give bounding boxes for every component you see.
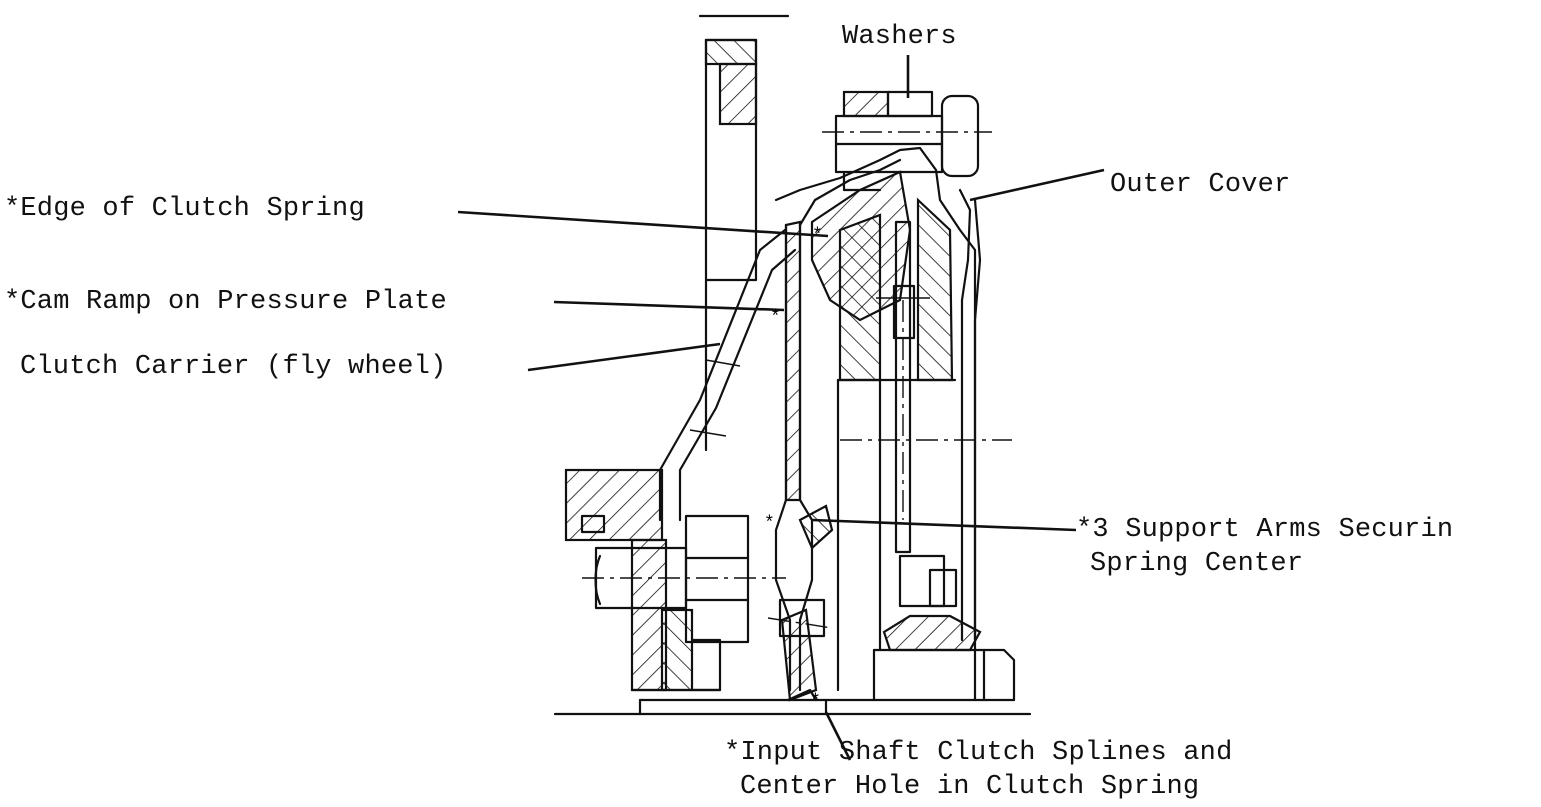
label-support-arms-line2: Spring Center	[1090, 549, 1304, 579]
svg-text:*: *	[810, 692, 821, 712]
spring-center-hub	[872, 554, 1016, 702]
svg-text:*: *	[764, 514, 775, 534]
svg-text:*: *	[812, 226, 823, 246]
label-clutch-carrier: Clutch Carrier (fly wheel)	[20, 352, 447, 382]
label-support-arms-line1: *3 Support Arms Securin	[1076, 515, 1454, 545]
input-shaft-base	[553, 698, 1032, 716]
bolt-assembly	[582, 514, 786, 644]
washers-bolt	[822, 90, 992, 192]
clutch-spring	[767, 220, 834, 702]
label-cam-ramp: *Cam Ramp on Pressure Plate	[4, 287, 447, 317]
label-edge-of-clutch-spring: *Edge of Clutch Spring	[4, 194, 365, 224]
pressure-plate	[774, 146, 977, 702]
leader-lines	[457, 55, 1105, 761]
part-marks: * * * *	[764, 226, 823, 712]
label-input-shaft-line1: *Input Shaft Clutch Splines and	[724, 738, 1233, 768]
svg-text:*: *	[770, 308, 781, 328]
label-washers: Washers	[842, 22, 957, 52]
label-input-shaft-line2: Center Hole in Clutch Spring	[740, 772, 1200, 802]
hub-block	[564, 468, 722, 692]
clutch-carrier-web	[658, 228, 797, 522]
label-outer-cover: Outer Cover	[1110, 170, 1291, 200]
outer-cover	[958, 188, 982, 642]
